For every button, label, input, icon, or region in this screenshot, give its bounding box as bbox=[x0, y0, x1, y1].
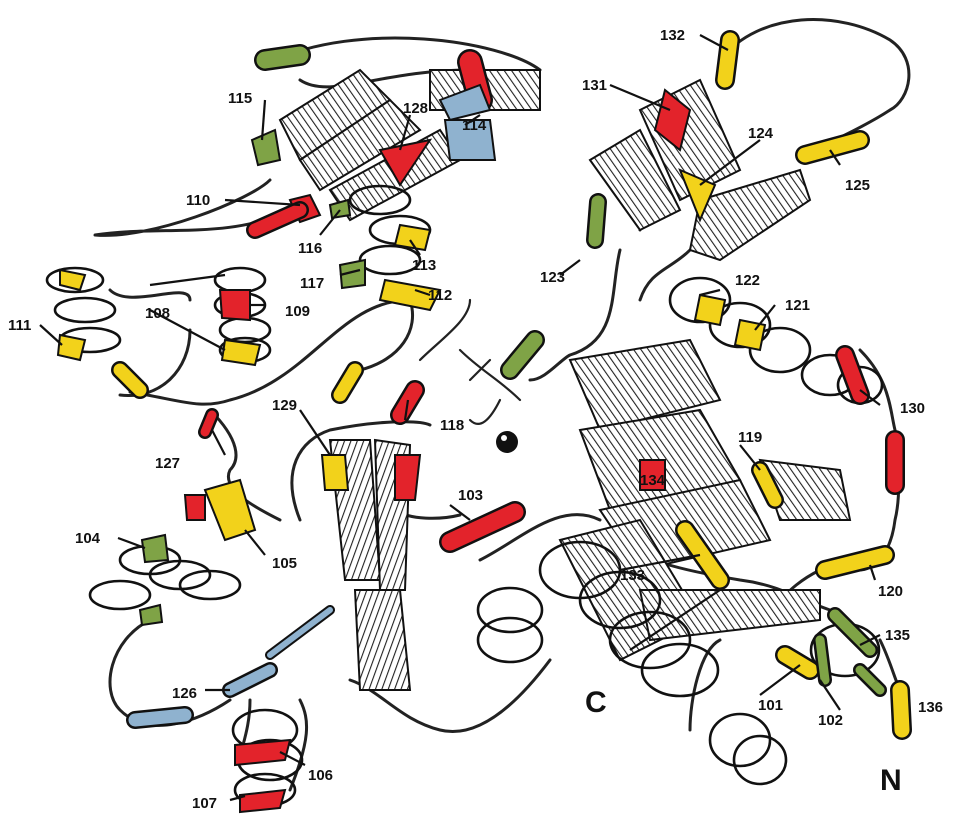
label-103: 103 bbox=[458, 487, 483, 504]
c-terminus-label: C bbox=[585, 686, 607, 719]
label-134: 134 bbox=[640, 472, 666, 489]
label-124: 124 bbox=[748, 125, 774, 142]
label-104: 104 bbox=[75, 530, 101, 547]
label-109: 109 bbox=[285, 303, 310, 320]
label-110: 110 bbox=[186, 192, 210, 209]
label-101: 101 bbox=[758, 697, 783, 714]
label-126: 126 bbox=[172, 685, 197, 702]
n-terminus-label: N bbox=[880, 764, 902, 797]
label-114: 114 bbox=[462, 117, 487, 134]
label-133: 133 bbox=[620, 567, 645, 584]
label-136: 136 bbox=[918, 699, 943, 716]
label-125: 125 bbox=[845, 177, 870, 194]
label-113: 113 bbox=[412, 257, 436, 274]
label-118: 118 bbox=[440, 417, 464, 434]
label-111: 111 bbox=[8, 317, 31, 334]
label-123: 123 bbox=[540, 269, 565, 286]
label-115: 115 bbox=[228, 90, 252, 107]
label-135: 135 bbox=[885, 627, 910, 644]
label-132: 132 bbox=[660, 27, 685, 44]
metal-ion bbox=[496, 431, 518, 453]
label-129: 129 bbox=[272, 397, 297, 414]
label-119: 119 bbox=[738, 429, 762, 446]
label-107: 107 bbox=[192, 795, 217, 812]
label-130: 130 bbox=[900, 400, 925, 417]
label-112: 112 bbox=[428, 287, 452, 304]
label-102: 102 bbox=[818, 712, 843, 729]
label-121: 121 bbox=[785, 297, 810, 314]
label-131: 131 bbox=[582, 77, 607, 94]
label-105: 105 bbox=[272, 555, 297, 572]
label-120: 120 bbox=[878, 583, 903, 600]
label-128: 128 bbox=[403, 100, 428, 117]
label-127: 127 bbox=[155, 455, 180, 472]
label-122: 122 bbox=[735, 272, 760, 289]
label-117: 117 bbox=[300, 275, 324, 292]
label-116: 116 bbox=[298, 240, 322, 257]
label-108: 108 bbox=[145, 305, 170, 322]
label-106: 106 bbox=[308, 767, 333, 784]
